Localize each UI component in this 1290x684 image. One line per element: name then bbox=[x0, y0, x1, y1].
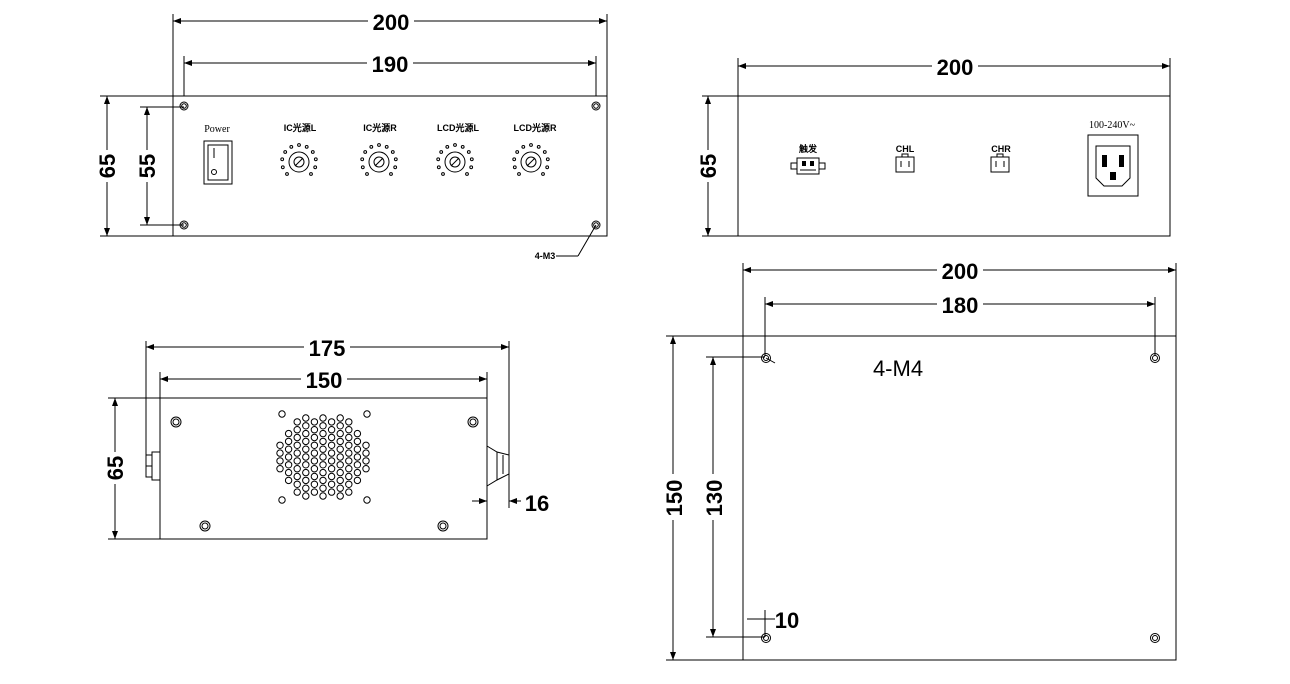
bottom-hole-depth-dim: 130 bbox=[702, 480, 727, 517]
knob-lcd-right: LCD光源R bbox=[514, 122, 557, 173]
knob-label: IC光源R bbox=[363, 122, 397, 133]
bottom-view: 200 180 150 130 10 4-M4 bbox=[661, 258, 1177, 661]
bottom-mount-note: 4-M4 bbox=[873, 356, 923, 381]
power-switch bbox=[203, 140, 233, 185]
knob-scale-marks bbox=[280, 143, 550, 176]
side-body-outline bbox=[159, 397, 488, 540]
front-hole-span-dim: 190 bbox=[372, 52, 409, 77]
bottom-plate-outline bbox=[742, 335, 1177, 661]
knob-label: LCD光源L bbox=[437, 122, 479, 133]
front-mount-holes bbox=[179, 101, 601, 230]
rear-width-dim: 200 bbox=[937, 55, 974, 80]
power-input-label: 100-240V~ bbox=[1089, 120, 1136, 131]
knob-ic-left: IC光源L bbox=[284, 122, 317, 173]
connector-label: CHR bbox=[991, 144, 1011, 154]
rear-panel-outline bbox=[737, 95, 1171, 237]
front-panel-outline bbox=[172, 95, 608, 237]
bottom-hole-span-dim: 180 bbox=[942, 293, 979, 318]
power-label: Power bbox=[204, 124, 230, 135]
connector-label: CHL bbox=[896, 144, 915, 154]
knob-label: IC光源L bbox=[284, 122, 317, 133]
ventilation-holes bbox=[276, 410, 371, 504]
side-overall-dim: 175 bbox=[309, 336, 346, 361]
front-height-dim: 65 bbox=[95, 154, 120, 178]
front-mount-note: 4-M3 bbox=[535, 251, 556, 261]
side-body-dim: 150 bbox=[306, 368, 343, 393]
bottom-mount-holes bbox=[761, 353, 1160, 643]
rear-height-dim: 65 bbox=[696, 154, 721, 178]
chr-connector: CHR bbox=[990, 144, 1011, 173]
side-height-dim: 65 bbox=[103, 456, 128, 480]
connector-label: 触发 bbox=[798, 143, 818, 154]
front-width-dim: 200 bbox=[373, 10, 410, 35]
chl-connector: CHL bbox=[895, 144, 915, 173]
bottom-width-dim: 200 bbox=[942, 259, 979, 284]
trigger-connector: 触发 bbox=[790, 143, 826, 175]
front-hole-height-dim: 55 bbox=[135, 154, 160, 178]
ac-inlet: 100-240V~ bbox=[1087, 120, 1139, 197]
knob-label: LCD光源R bbox=[514, 122, 557, 133]
side-protrusion-dim: 16 bbox=[525, 491, 549, 516]
front-view: 200 190 65 55 Power IC光源L bbox=[95, 9, 608, 261]
side-mount-holes bbox=[170, 416, 479, 532]
rear-view: 200 65 触发 CHL CHR bbox=[696, 54, 1171, 237]
bottom-edge-offset-dim: 10 bbox=[775, 608, 799, 633]
side-view: 175 150 65 16 bbox=[103, 335, 549, 540]
knob-lcd-left: LCD光源L bbox=[437, 122, 479, 173]
bottom-depth-dim: 150 bbox=[662, 480, 687, 517]
knob-ic-right: IC光源R bbox=[363, 122, 397, 173]
